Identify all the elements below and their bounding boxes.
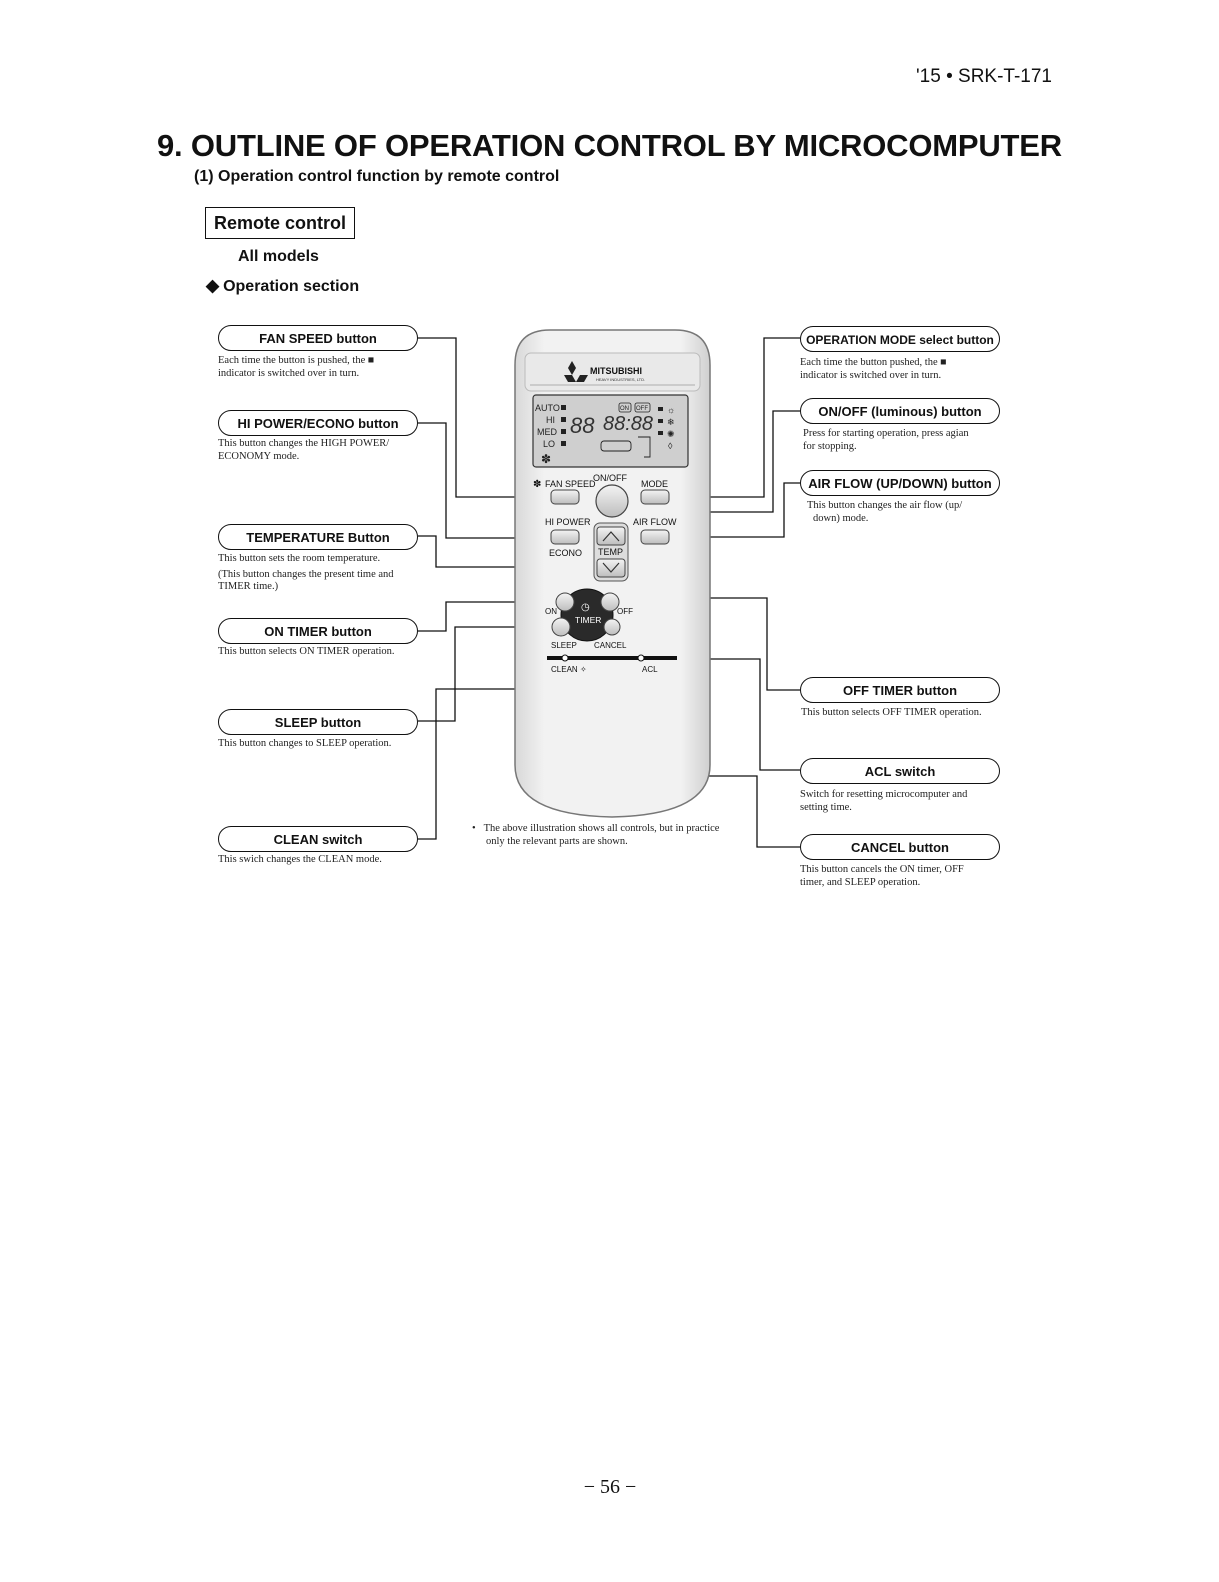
label-temperature-button: TEMPERATURE Button: [218, 524, 418, 550]
svg-text:❄: ❄: [667, 417, 675, 427]
temp-up-arrow-icon: [602, 531, 620, 542]
fan-speed-key: [550, 489, 580, 505]
label-off-timer-button: OFF TIMER button: [800, 677, 1000, 703]
hi-power-key: [550, 529, 580, 545]
clean-acl-bar: [547, 656, 677, 660]
section-subtitle: (1) Operation control function by remote…: [194, 168, 560, 185]
label-operation-mode-button: OPERATION MODE select button: [800, 326, 1000, 352]
label-sleep-button: SLEEP button: [218, 709, 418, 735]
boxed-heading: Remote control: [205, 207, 355, 239]
lcd-clock: 88:88: [603, 413, 653, 435]
remote-control-illustration: MITSUBISHI HEAVY INDUSTRIES, LTD. AUTO H…: [514, 329, 711, 818]
label-mode: MODE: [641, 479, 668, 489]
label-cancel-button: CANCEL button: [800, 834, 1000, 860]
operation-section-label: Operation section: [223, 278, 360, 295]
on-timer-key: [555, 592, 575, 612]
lcd-mode-icons: ☼: [667, 405, 675, 415]
label-clean-switch: CLEAN switch: [218, 826, 418, 852]
illustration-note: • The above illustration shows all contr…: [472, 823, 720, 847]
line-on-timer: [418, 601, 560, 632]
label-air-flow: AIR FLOW: [633, 517, 677, 527]
label-sleep: SLEEP: [551, 641, 577, 650]
desc-hi-power-econo: This button changes the HIGH POWER/ECONO…: [218, 438, 390, 462]
desc-fan-speed: Each time the button is pushed, the ■ind…: [218, 355, 375, 379]
label-acl-switch: ACL switch: [800, 758, 1000, 784]
temp-up-key: [596, 526, 626, 546]
label-on-timer-button: ON TIMER button: [218, 618, 418, 644]
remote-brand-sub: HEAVY INDUSTRIES, LTD.: [596, 377, 645, 382]
page-title: 9. OUTLINE OF OPERATION CONTROL BY MICRO…: [157, 128, 1062, 163]
mode-key: [640, 489, 670, 505]
clock-icon: ◷: [581, 602, 590, 613]
label-on-off-button: ON/OFF (luminous) button: [800, 398, 1000, 424]
label-fan-speed: FAN SPEED: [545, 479, 596, 489]
desc-clean: This swich changes the CLEAN mode.: [218, 854, 382, 865]
label-air-flow-button: AIR FLOW (UP/DOWN) button: [800, 470, 1000, 496]
desc-off-timer: This button selects OFF TIMER operation.: [801, 707, 982, 718]
lcd-fan-lo: LO: [543, 439, 555, 449]
lcd-fan-hi: HI: [546, 415, 555, 425]
cancel-key: [603, 618, 621, 636]
models-heading: All models: [238, 248, 319, 265]
label-econo: ECONO: [549, 548, 582, 558]
temp-down-arrow-icon: [602, 562, 620, 573]
label-off: OFF: [617, 607, 633, 616]
line-hi-power: [418, 422, 553, 539]
on-off-key: [595, 484, 629, 518]
operation-section-heading: ◆Operation section: [206, 276, 359, 296]
lcd-screen: [532, 394, 689, 468]
label-timer: TIMER: [575, 615, 601, 625]
desc-operation-mode: Each time the button pushed, the ■indica…: [800, 357, 947, 381]
label-hi-power-econo-button: HI POWER/ECONO button: [218, 410, 418, 436]
lcd-fan-auto: AUTO: [535, 403, 560, 413]
svg-text:✺: ✺: [667, 429, 675, 439]
remote-brand: MITSUBISHI: [590, 366, 642, 376]
mitsubishi-logo-icon: [564, 361, 588, 382]
svg-text:✽: ✽: [533, 479, 541, 490]
label-hi-power: HI POWER: [545, 517, 591, 527]
label-cancel: CANCEL: [594, 641, 627, 650]
line-mode: [668, 337, 800, 498]
diamond-bullet-icon: ◆: [206, 276, 220, 295]
label-clean: CLEAN: [551, 665, 578, 674]
lcd-fan-med: MED: [537, 427, 558, 437]
off-timer-key: [600, 592, 620, 612]
document-code: '15 • SRK-T-171: [916, 66, 1052, 87]
lcd-temperature: 88: [570, 413, 595, 438]
desc-sleep: This button changes to SLEEP operation.: [218, 738, 392, 749]
label-on-off: ON/OFF: [593, 473, 627, 483]
desc-on-timer: This button selects ON TIMER operation.: [218, 646, 395, 657]
temp-down-key: [596, 558, 626, 578]
desc-on-off: Press for starting operation, press agia…: [803, 428, 969, 452]
label-temp: TEMP: [598, 547, 623, 557]
clean-switch: [561, 654, 569, 662]
svg-text:◊: ◊: [668, 441, 673, 451]
sleep-key: [551, 617, 571, 637]
lcd-off-indicator: OFF: [636, 406, 648, 412]
desc-air-flow: This button changes the air flow (up/dow…: [807, 500, 963, 524]
label-acl: ACL: [642, 665, 658, 674]
label-on: ON: [545, 607, 557, 616]
label-fan-speed-button: FAN SPEED button: [218, 325, 418, 351]
clean-sparkle-icon: ✧: [580, 665, 587, 674]
note-bullet: •: [472, 823, 476, 834]
line-fan-speed: [418, 337, 553, 498]
air-flow-key: [640, 529, 670, 545]
page-number: − 56 −: [583, 1476, 637, 1498]
lcd-on-indicator: ON: [620, 406, 629, 412]
desc-temperature: This button sets the room temperature. (…: [218, 553, 394, 592]
line-air-flow: [668, 482, 800, 538]
lcd-fan-icon: ✽: [541, 452, 551, 466]
acl-switch: [637, 654, 645, 662]
